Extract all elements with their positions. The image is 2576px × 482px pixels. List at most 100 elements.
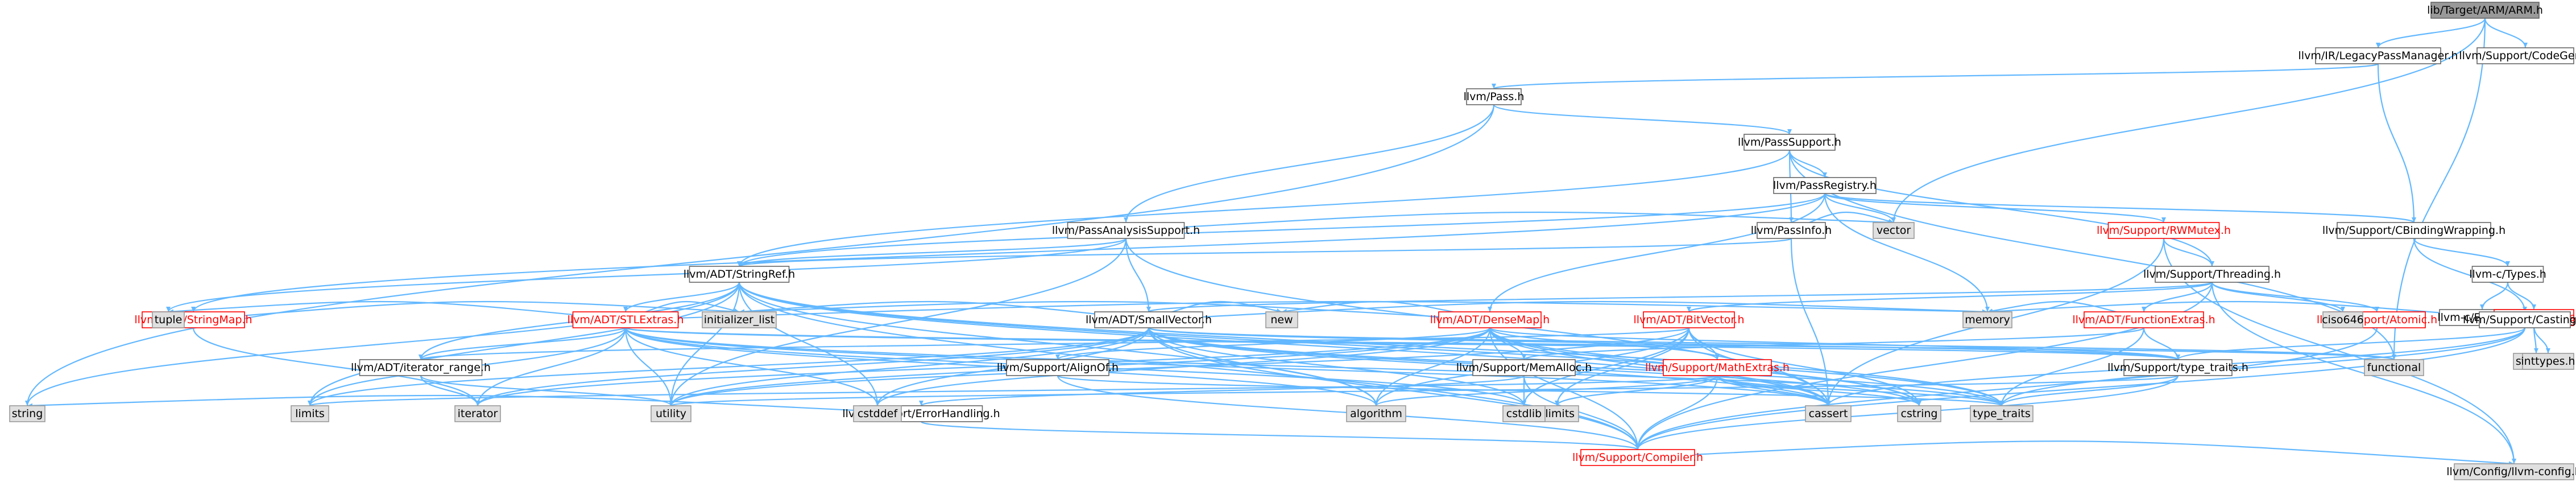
node-inttypes[interactable]: inttypes.h (2521, 353, 2575, 370)
node-codegen[interactable]: llvm/Support/CodeGen.h (2459, 47, 2576, 64)
node-box (1962, 311, 2012, 328)
node-ctypes[interactable]: llvm-c/Types.h (2469, 266, 2546, 283)
node-initlist[interactable]: initializer_list (702, 311, 777, 328)
edge-stlextras-to-typetraits (624, 327, 2180, 361)
node-mathextras[interactable]: llvm/Support/MathExtras.h (1645, 359, 1790, 376)
edge-alignof-to-typetraitsstd (1057, 374, 2004, 407)
edge-casting-to-typetraits (2176, 327, 2526, 361)
edge-stlextras-to-iterator (475, 327, 627, 406)
node-passanalysis[interactable]: llvm/PassAnalysisSupport.h (1052, 222, 1200, 239)
node-label: llvm/Support/MemAlloc.h (1456, 361, 1592, 374)
node-memory[interactable]: memory (1962, 311, 2012, 328)
edge-mathextras-to-limits (308, 374, 1718, 407)
node-iterrange[interactable]: llvm/ADT/iterator_range.h (351, 359, 491, 376)
node-memalloc[interactable]: llvm/Support/MemAlloc.h (1456, 359, 1592, 376)
edge-errorhandling-to-compiler (920, 421, 1640, 451)
node-box (1757, 222, 1826, 239)
node-stringref[interactable]: llvm/ADT/StringRef.h (684, 266, 795, 283)
edge-smallvector-to-functional (1148, 327, 2396, 361)
edge-funcextras-to-typetraitsstd (1999, 327, 2145, 406)
node-cstring[interactable]: cstring (1897, 405, 1941, 422)
node-box (2454, 463, 2574, 480)
node-label: llvm/Support/CodeGen.h (2459, 50, 2576, 62)
node-box (1580, 449, 1695, 466)
node-pass[interactable]: llvm/Pass.h (1464, 88, 1525, 105)
node-bitvector[interactable]: llvm/ADT/BitVector.h (1634, 311, 1745, 328)
node-box (1006, 359, 1109, 376)
edge-errorhandling-to-string (27, 394, 922, 415)
node-limits[interactable]: limits (291, 405, 329, 422)
node-casting[interactable]: llvm/Support/Casting.h (2463, 311, 2576, 328)
node-label: climits (1539, 407, 1575, 420)
node-label: llvm/Support/RWMutex.h (2097, 224, 2231, 237)
node-rwmutex[interactable]: llvm/Support/RWMutex.h (2097, 222, 2231, 239)
nodes-layer: lib/Target/ARM/ARM.h llvm/IR/LegacyPassMa… (9, 2, 2576, 480)
node-box (2476, 47, 2574, 64)
node-new[interactable]: new (1265, 311, 1298, 328)
edge-legacypm-to-pass (1492, 63, 2379, 90)
edge-threading-to-smallvector (1146, 281, 2213, 313)
node-cstdlib[interactable]: cstdlib (1502, 405, 1546, 422)
node-llvmconfig[interactable]: llvm/Config/llvm-config.h (2446, 463, 2576, 480)
edge-passsupport-to-passregistry (1788, 150, 1827, 178)
node-label: limits (295, 407, 325, 420)
node-label: llvm/ADT/DenseMap.h (1430, 314, 1550, 326)
node-densemap[interactable]: llvm/ADT/DenseMap.h (1430, 311, 1550, 328)
node-label: llvm/PassAnalysisSupport.h (1052, 224, 1200, 237)
edge-stlextras-to-iterrange (419, 327, 627, 360)
edge-bitvector-to-utility (669, 327, 1690, 406)
node-label: cstring (1901, 407, 1938, 420)
node-passinfo[interactable]: llvm/PassInfo.h (1751, 222, 1832, 239)
edge-mathextras-to-algorithm (1374, 374, 1718, 407)
node-root[interactable]: lib/Target/ARM/ARM.h (2427, 2, 2543, 19)
edge-rwmutex-to-threading (2163, 238, 2214, 267)
edge-legacypm-to-cbinding (2377, 63, 2416, 223)
node-typetraits[interactable]: llvm/Support/type_traits.h (2107, 359, 2248, 376)
node-smallvector[interactable]: llvm/ADT/SmallVector.h (1086, 311, 1212, 328)
node-tuple[interactable]: tuple (152, 311, 185, 328)
node-ciso646[interactable]: ciso646 (2322, 311, 2364, 328)
edge-densemap-to-cassert (1489, 327, 1830, 406)
node-threading[interactable]: llvm/Support/Threading.h (2143, 266, 2281, 283)
node-algorithm[interactable]: algorithm (1346, 405, 1406, 422)
node-cassert[interactable]: cassert (1805, 405, 1852, 422)
node-utility[interactable]: utility (651, 405, 691, 422)
edge-root-to-vector (1891, 18, 2486, 223)
node-cbinding[interactable]: llvm/Support/CBindingWrapping.h (2322, 222, 2505, 239)
node-box (2155, 266, 2269, 283)
edge-passregistry-to-cbinding (1824, 192, 2416, 224)
node-stlextras[interactable]: llvm/ADT/STLExtras.h (568, 311, 684, 328)
node-typetraitsstd[interactable]: type_traits (1970, 405, 2034, 422)
edge-cbinding-to-casting (2413, 238, 2527, 312)
edge-stlextras-to-typetraitsstd (624, 327, 2004, 406)
node-box (2315, 47, 2441, 64)
node-box (1346, 405, 1406, 422)
edge-bitvector-to-climits (1555, 327, 1690, 406)
edge-threading-to-atomic (2211, 282, 2379, 312)
edge-memalloc-to-errorhandling (919, 374, 1525, 407)
edge-stlextras-to-memory (625, 300, 1988, 321)
node-functional[interactable]: functional (2364, 359, 2424, 376)
node-funcextras[interactable]: llvm/ADT/FunctionExtras.h (2072, 311, 2215, 328)
node-box (1067, 222, 1185, 239)
node-label: utility (656, 407, 686, 420)
node-iterator[interactable]: iterator (454, 405, 501, 422)
edge-threading-to-ciso646 (2211, 282, 2345, 312)
node-label: llvm/Config/llvm-config.h (2446, 465, 2576, 478)
node-compiler[interactable]: llvm/Support/Compiler.h (1572, 449, 1703, 466)
node-passsupport[interactable]: llvm/PassSupport.h (1738, 134, 1841, 151)
node-cstddef[interactable]: cstddef (853, 405, 902, 422)
edge-stlextras-to-tuple (168, 300, 626, 321)
node-legacypm[interactable]: llvm/IR/LegacyPassManager.h (2298, 47, 2458, 64)
node-label: cassert (1809, 407, 1848, 420)
node-passregistry[interactable]: llvm/PassRegistry.h (1773, 177, 1877, 194)
node-box (2364, 359, 2424, 376)
node-alignof[interactable]: llvm/Support/AlignOf.h (997, 359, 1119, 376)
node-box (1502, 405, 1546, 422)
edge-threading-to-funcextras (2142, 282, 2213, 312)
node-string[interactable]: string (9, 405, 45, 422)
node-vector[interactable]: vector (1873, 222, 1915, 239)
node-label: new (1270, 314, 1293, 326)
node-box (2123, 359, 2233, 376)
edge-stringmap-to-initlist (193, 300, 740, 321)
